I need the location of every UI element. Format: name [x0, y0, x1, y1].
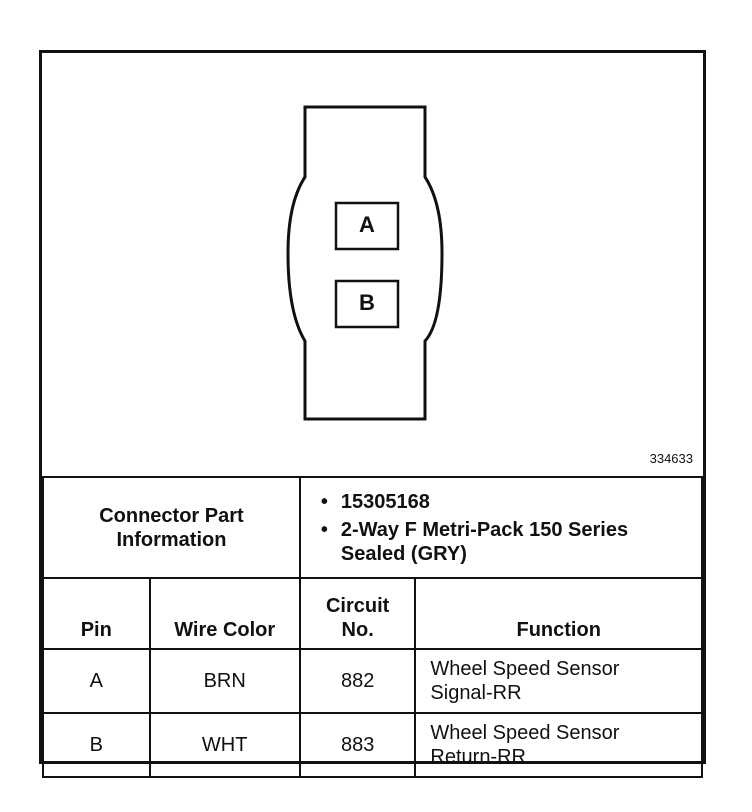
table-row: B WHT 883 Wheel Speed Sensor Return-RR — [42, 712, 703, 778]
connector-info-row: Connector Part Information 15305168 2-Wa… — [42, 476, 704, 579]
figure-number: 334633 — [649, 451, 693, 466]
connector-face-svg — [286, 105, 444, 421]
header-wire-color: Wire Color — [148, 577, 301, 650]
row-b-pin: B — [42, 712, 151, 778]
header-circuit: Circuit No. — [298, 577, 417, 650]
row-a-circuit: 882 — [298, 648, 417, 714]
row-a-function-text: Wheel Speed Sensor Signal-RR — [430, 658, 620, 704]
row-b-function: Wheel Speed Sensor Return-RR — [414, 712, 703, 778]
connector-info-label-text: Connector Part Information — [99, 504, 244, 551]
pin-b-label: B — [359, 290, 375, 315]
connector-diagram: A B 334633 — [42, 53, 703, 476]
row-b-function-text: Wheel Speed Sensor Return-RR — [430, 722, 620, 768]
connector-info-label: Connector Part Information — [42, 476, 301, 579]
row-a-function: Wheel Speed Sensor Signal-RR — [414, 648, 703, 714]
row-a-pin: A — [42, 648, 151, 714]
part-number: 15305168 — [321, 490, 700, 514]
connector-body-outline — [286, 105, 444, 421]
pinout-table: Connector Part Information 15305168 2-Wa… — [42, 476, 704, 778]
connector-info-list: 15305168 2-Way F Metri-Pack 150 Series S… — [298, 476, 704, 579]
header-function: Function — [414, 577, 703, 650]
table-header-row: Pin Wire Color Circuit No. Function — [42, 577, 703, 650]
table-row: A BRN 882 Wheel Speed Sensor Signal-RR — [42, 648, 703, 714]
pin-a-cavity — [334, 201, 400, 251]
pin-a-label: A — [359, 212, 375, 237]
pin-b-cavity — [334, 279, 400, 329]
header-pin: Pin — [42, 577, 151, 650]
row-a-wire-color: BRN — [148, 648, 301, 714]
row-b-wire-color: WHT — [148, 712, 301, 778]
connector-frame: A B 334633 Connector Part Information 15… — [39, 50, 706, 778]
row-b-circuit: 883 — [298, 712, 417, 778]
connector-type: 2-Way F Metri-Pack 150 Series Sealed (GR… — [321, 518, 631, 566]
header-circuit-text: Circuit No. — [325, 595, 390, 641]
